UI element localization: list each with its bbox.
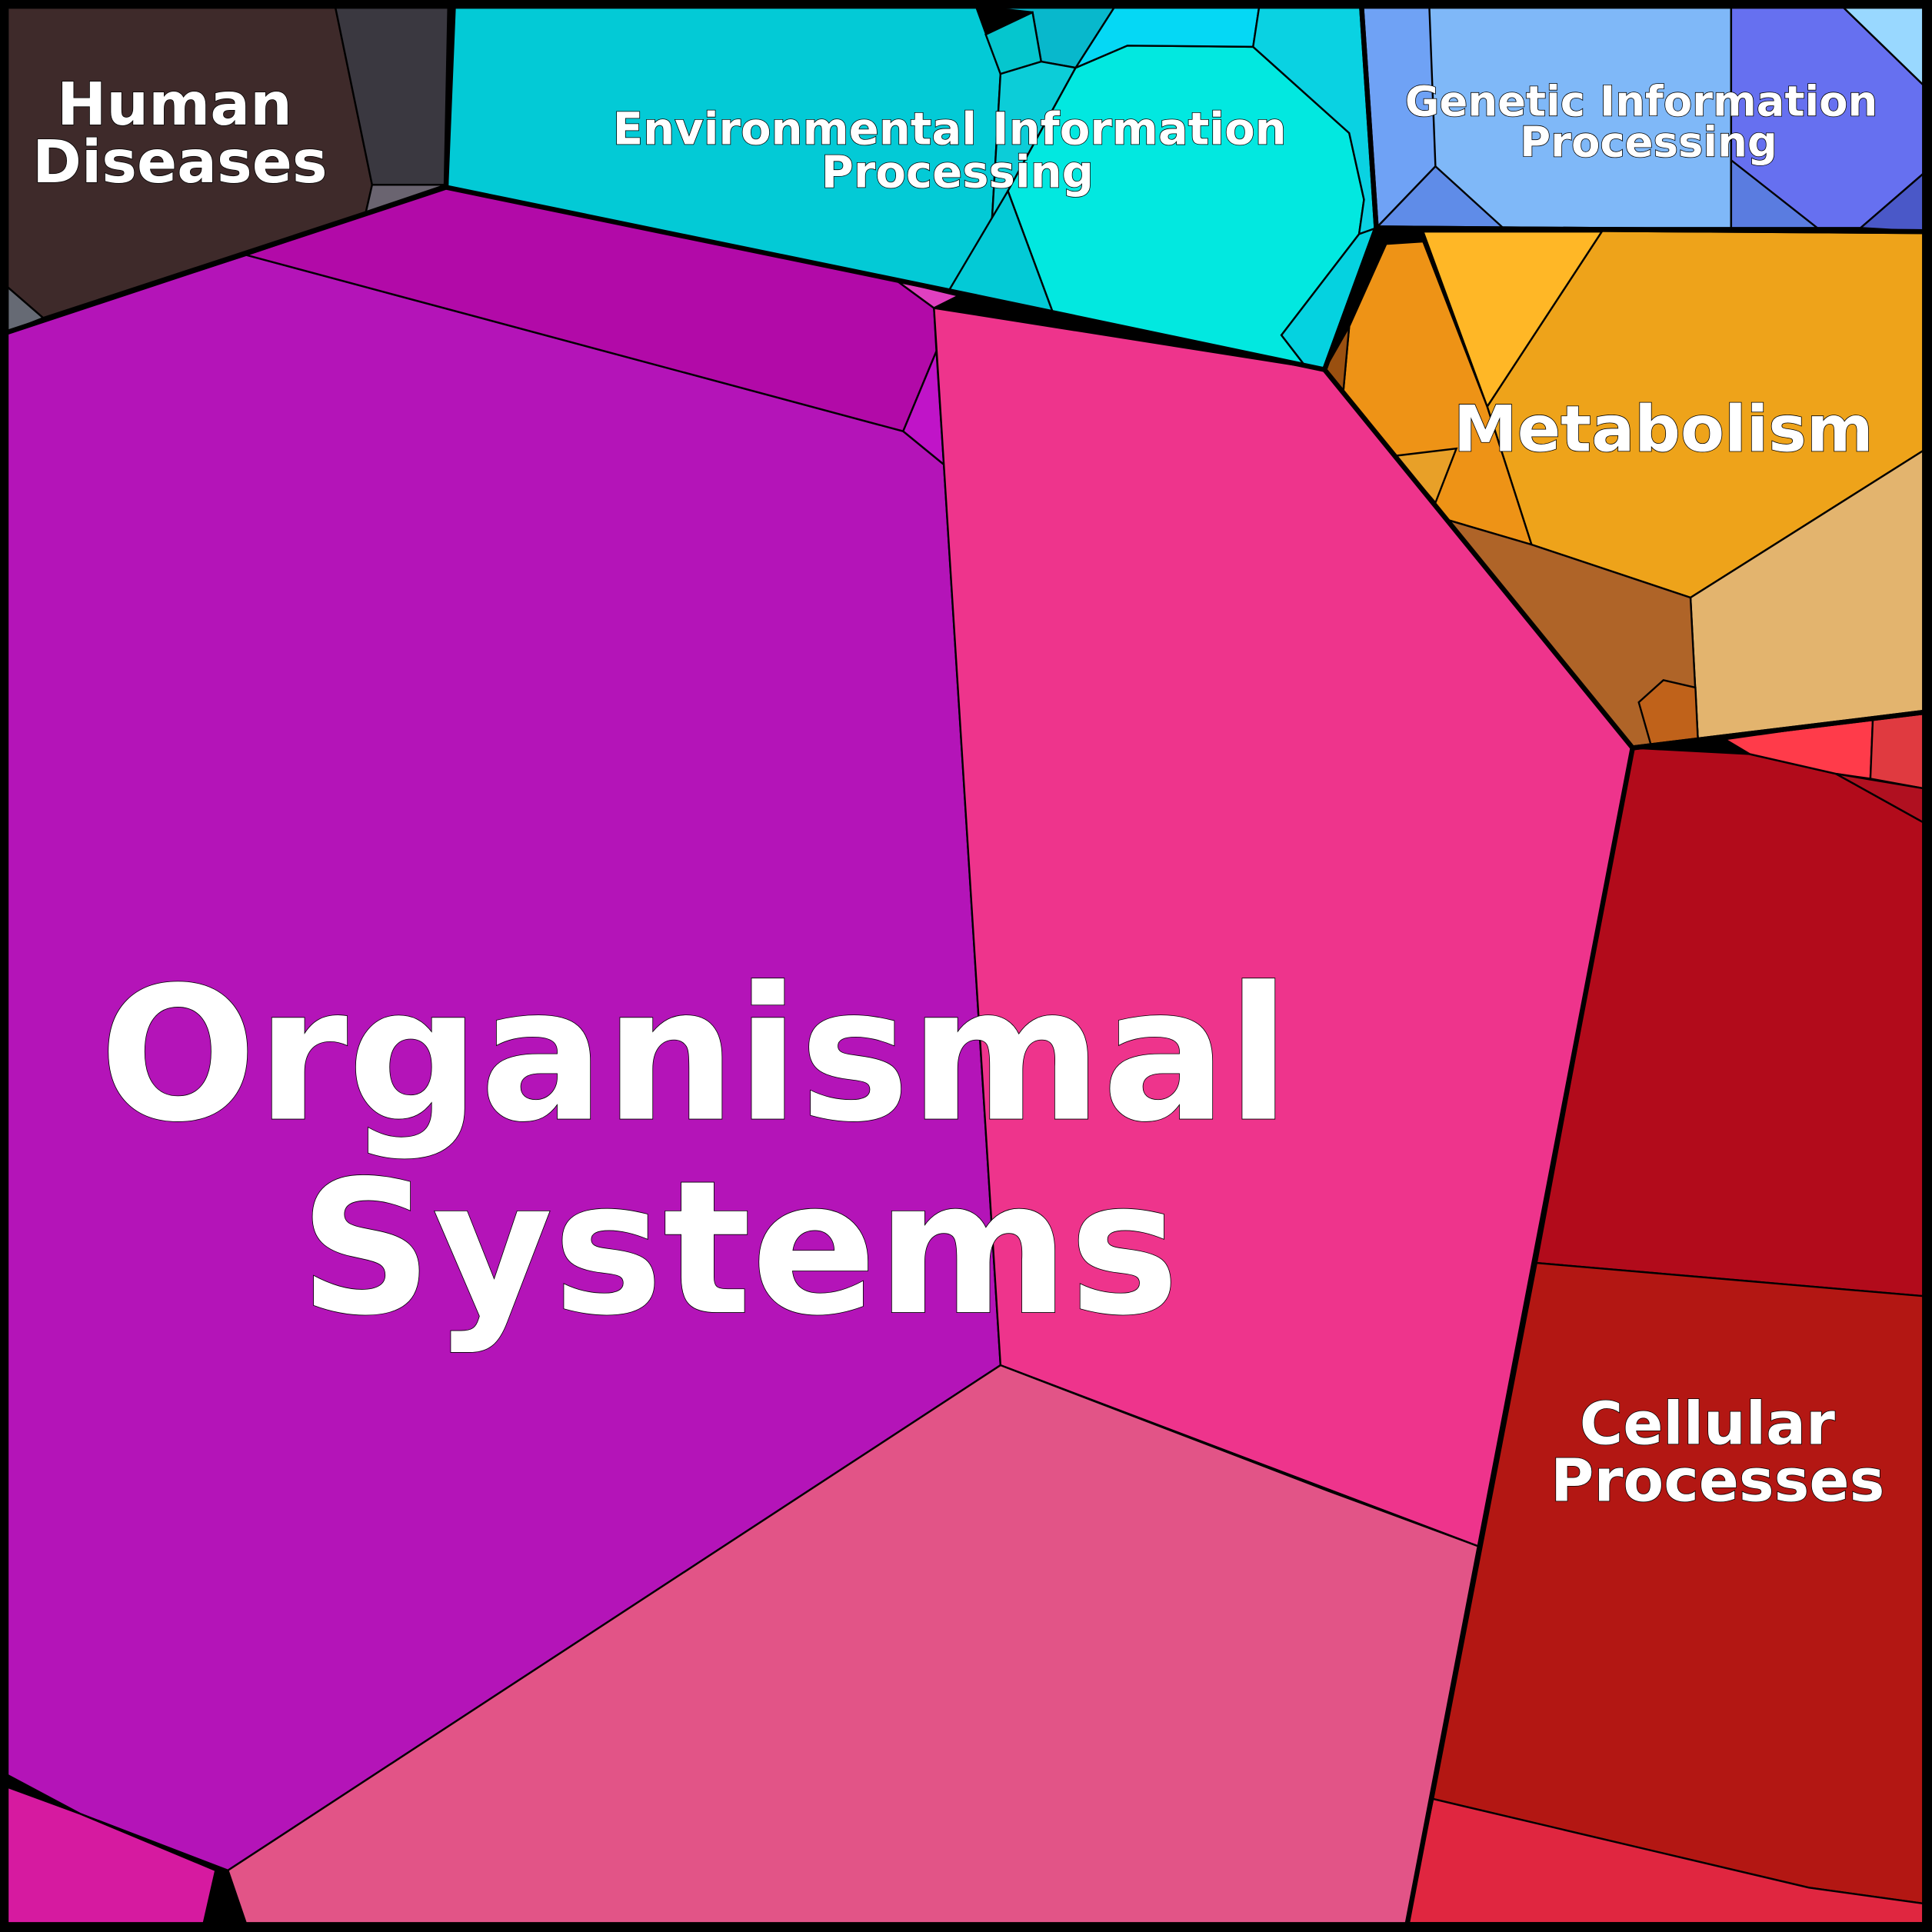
label-metabolism: Metabolism [1454,391,1874,466]
label-organismal-systems: Organismal Systems [99,948,1354,1357]
cell-cel-5 [1869,711,1926,790]
group-borders [3,3,1927,1927]
label-cellular-processes: Cellular Processes [1551,1391,1884,1516]
group-border-outer [3,3,1927,1927]
label-human-diseases: Human Diseases [32,71,328,197]
cells [5,5,1926,1926]
cell-met-2 [1421,230,1604,409]
label-environmental-information-processing: Environmental Information Processing [613,102,1302,198]
label-genetic-information-processing: Genetic Information Processing [1405,77,1893,167]
cell-gen-5 [1730,158,1820,229]
cell-met-8 [1637,679,1699,747]
